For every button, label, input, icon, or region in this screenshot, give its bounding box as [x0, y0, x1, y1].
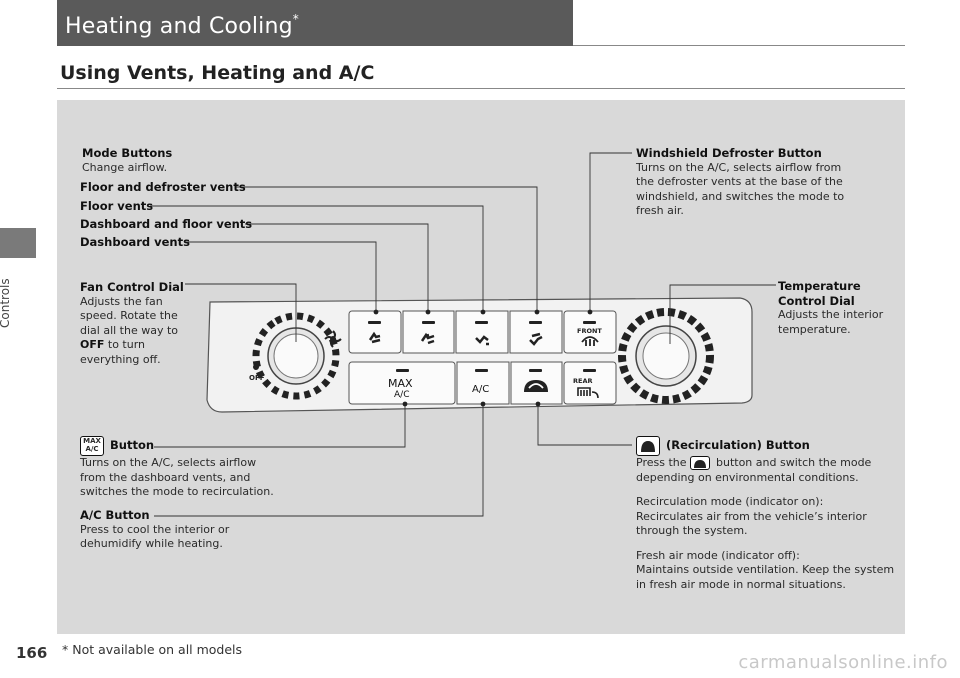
subtitle-rule — [57, 88, 905, 89]
fan-dial-callout: Fan Control Dial Adjusts the fan speed. … — [80, 280, 184, 366]
section-title-bar: Heating and Cooling* — [57, 0, 573, 46]
dashboard-floor-icon — [420, 332, 435, 345]
dashboard-vent-icon — [368, 331, 381, 344]
sidebar-tab-marker — [0, 228, 36, 258]
floor-defrost-icon — [529, 332, 543, 346]
dash-floor-callout: Dashboard and floor vents — [80, 217, 253, 231]
dash-vents-callout: Dashboard vents — [80, 235, 190, 249]
front-label: FRONT — [577, 327, 602, 335]
front-defrost-icon — [581, 336, 599, 346]
rear-label: REAR — [573, 377, 592, 385]
rear-defroster-button — [563, 361, 617, 405]
off-dot — [253, 364, 259, 370]
ac-label: A/C — [472, 384, 489, 395]
max-ac-small-label: A/C — [394, 390, 409, 400]
floor-defroster-callout: Floor and defroster vents — [80, 180, 246, 194]
floor-vents-callout: Floor vents — [80, 199, 154, 213]
leader-dots — [373, 309, 593, 407]
page-subtitle: Using Vents, Heating and A/C — [60, 62, 375, 84]
section-title: Heating and Cooling* — [65, 12, 299, 39]
dial-off-label: OFF — [249, 374, 265, 382]
recirculation-icon — [690, 456, 710, 470]
ac-button — [456, 361, 510, 405]
dashboard-vents-button — [348, 310, 402, 354]
floor-vents-button — [455, 310, 509, 354]
rear-defrost-icon — [577, 387, 599, 399]
temperature-dial-callout: Temperature Control Dial Adjusts the int… — [778, 279, 884, 336]
fan-control-dial — [252, 312, 340, 400]
footnote: * Not available on all models — [62, 642, 243, 657]
page-number: 166 — [16, 644, 48, 662]
mode-icons — [368, 321, 599, 346]
recirculation-icon — [636, 436, 660, 456]
windshield-defroster-callout: Windshield Defroster Button Turns on the… — [636, 146, 845, 217]
floor-defroster-vents-button — [509, 310, 563, 354]
max-label: MAX — [388, 377, 413, 390]
ac-button-callout: A/C Button Press to cool the interior or… — [80, 508, 230, 550]
floor-vent-icon — [475, 335, 489, 346]
mode-button-row — [348, 310, 617, 354]
recirculation-icon — [524, 380, 548, 392]
mode-buttons-callout: Mode Buttons Change airflow. — [82, 146, 173, 174]
title-rule — [573, 45, 905, 46]
recirculation-callout: (Recirculation) Button Press the button … — [636, 436, 895, 591]
dashboard-floor-vents-button — [402, 310, 455, 354]
temperature-control-dial — [618, 308, 714, 404]
max-ac-button — [348, 361, 456, 405]
leader-lines — [150, 152, 776, 517]
watermark: carmanualsonline.info — [738, 652, 948, 673]
fan-icon — [324, 330, 342, 348]
